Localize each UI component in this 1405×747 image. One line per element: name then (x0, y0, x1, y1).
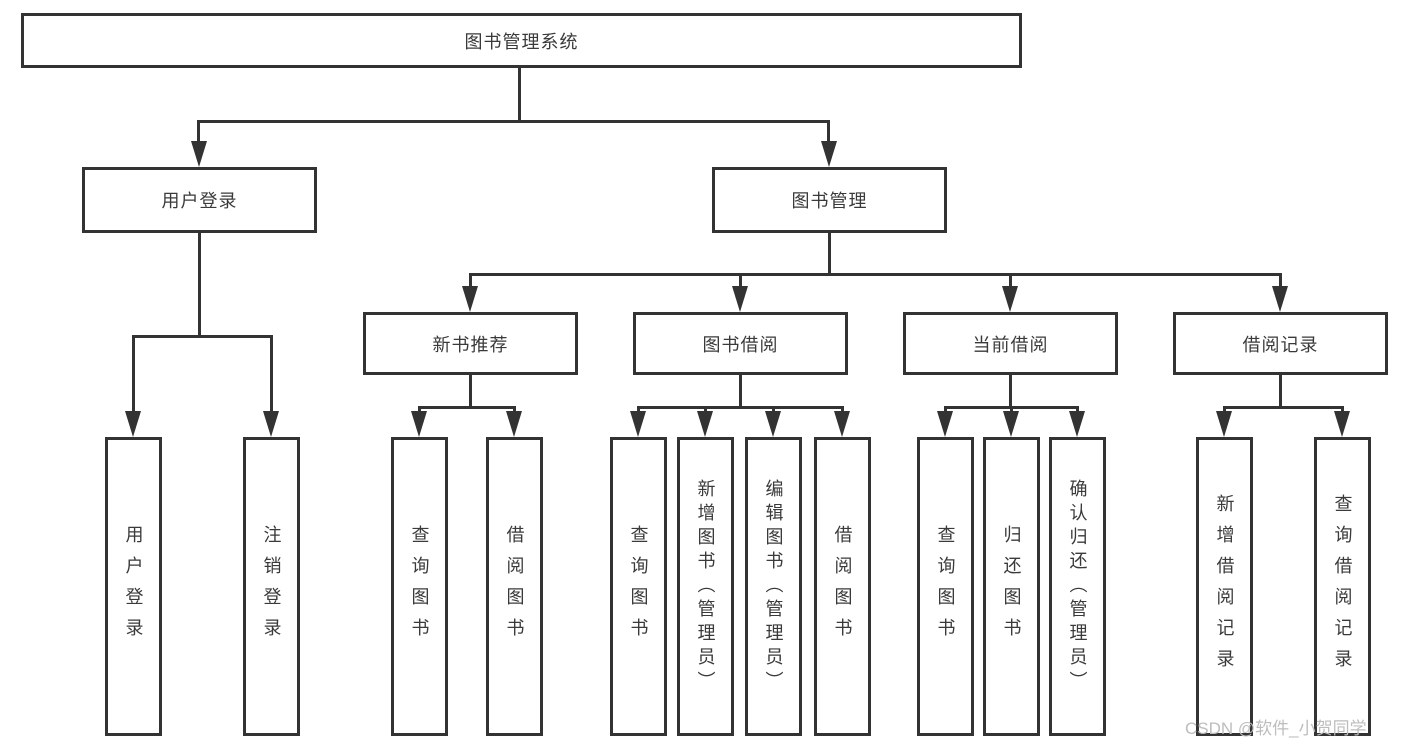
arrow-down-icon (1069, 411, 1085, 437)
arrow-down-icon (765, 411, 781, 437)
connector-stem (637, 406, 640, 415)
connector-level2-branch-line (198, 120, 830, 123)
connector-stem-current (1009, 273, 1012, 289)
node-newrec-query-books: 查询图书 (391, 437, 448, 736)
connector-book-mgmt-drop-line (828, 233, 831, 275)
arrow-down-icon (937, 411, 953, 437)
node-book-management: 图书管理 (712, 167, 947, 233)
connector-user-login-branch-line (132, 335, 273, 338)
node-leaf-logout: 注销登录 (243, 437, 300, 736)
node-borrow-edit-books-admin: 编辑图书（管理员） (745, 437, 802, 736)
arrow-down-icon (821, 141, 837, 167)
node-record-add-borrow-record: 新增借阅记录 (1196, 437, 1253, 736)
arrow-down-icon (462, 286, 478, 312)
connector-stem (1223, 406, 1226, 415)
node-current-confirm-return-admin: 确认归还（管理员） (1049, 437, 1106, 736)
arrow-down-icon (697, 411, 713, 437)
arrow-down-icon (1216, 411, 1232, 437)
node-current-return-books: 归还图书 (983, 437, 1040, 736)
connector-stem (1010, 406, 1013, 415)
connector-stem-borrow (739, 273, 742, 289)
arrow-down-icon (1002, 286, 1018, 312)
connector-root-drop-line (518, 68, 521, 120)
connector-borrow-branch-line (637, 406, 844, 409)
connector-stem (418, 406, 421, 415)
node-user-login: 用户登录 (82, 167, 317, 233)
connector-stem (1341, 406, 1344, 415)
node-borrow-add-books-admin: 新增图书（管理员） (677, 437, 734, 736)
connector-new-rec-branch-line (418, 406, 516, 409)
node-borrow-query-books: 查询图书 (610, 437, 667, 736)
connector-record-branch-line (1223, 406, 1344, 409)
node-borrowing-records: 借阅记录 (1173, 312, 1388, 375)
connector-stem (704, 406, 707, 415)
node-newrec-borrow-books: 借阅图书 (486, 437, 543, 736)
arrow-down-icon (263, 411, 279, 437)
arrow-down-icon (506, 411, 522, 437)
node-new-book-recommend: 新书推荐 (363, 312, 578, 375)
connector-record-drop-line (1279, 375, 1282, 408)
node-current-borrowing: 当前借阅 (903, 312, 1118, 375)
node-record-query-borrow-record: 查询借阅记录 (1314, 437, 1371, 736)
connector-stem-book-mgmt (827, 120, 830, 145)
connector-stem (513, 406, 516, 415)
node-book-borrowing: 图书借阅 (633, 312, 848, 375)
arrow-down-icon (1334, 411, 1350, 437)
arrow-down-icon (834, 411, 850, 437)
connector-borrow-drop-line (739, 375, 742, 408)
connector-current-drop-line (1009, 375, 1012, 408)
node-leaf-user-login: 用户登录 (105, 437, 162, 736)
connector-stem-leaf-login (132, 335, 135, 415)
connector-stem (841, 406, 844, 415)
arrow-down-icon (1272, 286, 1288, 312)
csdn-watermark: CSDN @软件_小贺同学 (1185, 719, 1367, 738)
connector-stem-leaf-logout (270, 335, 273, 415)
connector-stem-user-login (197, 120, 200, 145)
connector-stem (1076, 406, 1079, 415)
arrow-down-icon (630, 411, 646, 437)
connector-stem (944, 406, 947, 415)
arrow-down-icon (1003, 411, 1019, 437)
connector-stem-record (1279, 273, 1282, 289)
node-borrow-borrow-books: 借阅图书 (814, 437, 871, 736)
arrow-down-icon (411, 411, 427, 437)
arrow-down-icon (732, 286, 748, 312)
arrow-down-icon (191, 141, 207, 167)
connector-user-login-drop-line (198, 233, 201, 337)
connector-stem (772, 406, 775, 415)
connector-stem-new-rec (469, 273, 472, 289)
connector-new-rec-drop-line (469, 375, 472, 408)
arrow-down-icon (125, 411, 141, 437)
connector-level3-branch-line (469, 273, 1282, 276)
node-library-management-system: 图书管理系统 (21, 13, 1022, 68)
node-current-query-books: 查询图书 (917, 437, 974, 736)
